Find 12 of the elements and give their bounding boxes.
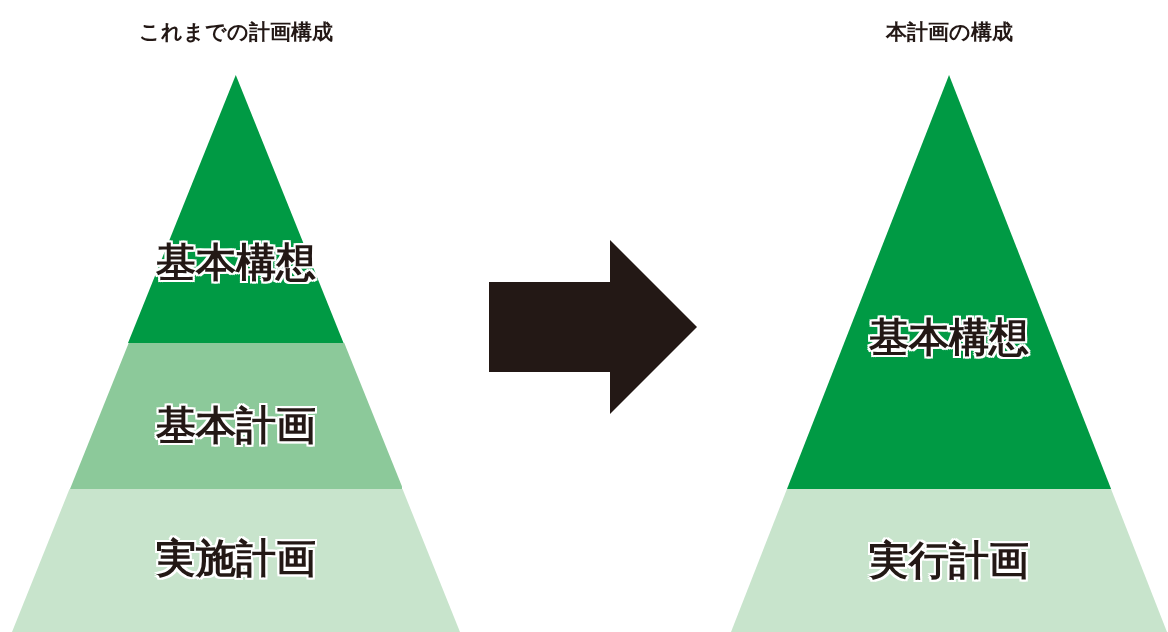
pyramid-heading: これまでの計画構成: [139, 19, 333, 46]
layer-label: 実行計画: [869, 535, 1029, 585]
pyramid-layer: [786, 75, 1111, 489]
pyramid-layer: [731, 489, 1167, 632]
pyramid-heading: 本計画の構成: [885, 19, 1013, 46]
layer-label: 基本構想: [869, 312, 1029, 362]
pyramid-layer: [128, 75, 344, 343]
pyramid-layer: [69, 343, 403, 489]
layer-label: 基本計画: [156, 400, 316, 450]
block-arrow: [489, 240, 697, 414]
layer-label: 実施計画: [156, 533, 316, 583]
pyramid-layer: [12, 489, 460, 632]
